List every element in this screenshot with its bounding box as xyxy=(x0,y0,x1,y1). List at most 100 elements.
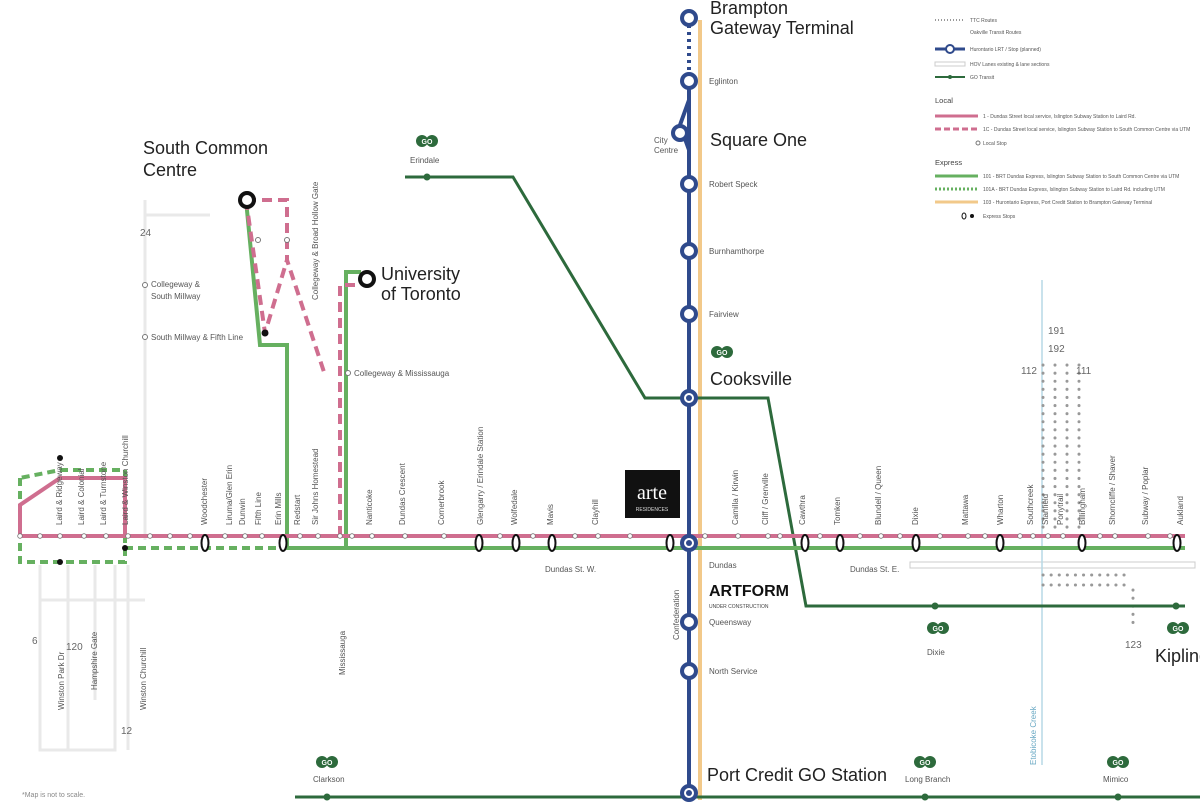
local-stop-dot xyxy=(572,533,578,539)
arte-name: arte xyxy=(637,482,667,504)
local-stop-dot xyxy=(1097,533,1103,539)
street-stop-label: Aukland xyxy=(1176,496,1185,525)
express-stop-marker xyxy=(1077,534,1087,552)
go-logo-icon: GO xyxy=(1167,622,1189,634)
go-transit-lines xyxy=(295,175,1200,799)
local-stop-dot xyxy=(402,533,408,539)
street-stop-label: Fifth Line xyxy=(254,492,263,525)
street-stop-label: Wolfedale xyxy=(510,489,519,525)
svg-text:GO: GO xyxy=(1173,626,1184,633)
local-stop-dot xyxy=(187,533,193,539)
local-stop-dot xyxy=(37,533,43,539)
legend: TTC Routes Oakville Transit Routes Huron… xyxy=(934,18,1190,220)
svg-text:GO: GO xyxy=(933,626,944,633)
queensway-label: Queensway xyxy=(709,618,751,627)
express-stop-marker xyxy=(995,534,1005,552)
legend-express-101: 101 - BRT Dundas Express, Islington Subw… xyxy=(983,174,1179,180)
collegeway-south-millway-label: Collegeway &South Millway xyxy=(151,280,201,301)
fairview-label: Fairview xyxy=(709,310,739,319)
local-stop-dot xyxy=(1112,533,1118,539)
local-stop-dot xyxy=(1030,533,1036,539)
route-numbers: 24 6 120 12 191 192 112 111 123 xyxy=(32,228,1142,737)
square-one-label: Square One xyxy=(710,130,807,150)
local-1c-utm xyxy=(338,283,361,536)
legend-express-103: 103 - Hurontario Express, Port Credit St… xyxy=(983,200,1152,206)
arte-logo: arte RESIDENCES xyxy=(625,470,680,518)
dundas-inner xyxy=(686,540,692,546)
express-stop-marker xyxy=(278,534,288,552)
mimico-label: Mimico xyxy=(1103,775,1129,784)
local-stop-dot xyxy=(1045,533,1051,539)
etobicoke-creek-label: Etobicoke Creek xyxy=(1029,705,1038,765)
north-service-station-marker xyxy=(680,662,698,680)
street-stop-label: Glengarry / Erindale Station xyxy=(476,427,485,525)
local-stop-dot xyxy=(1167,533,1173,539)
street-stop-label: Shorncliffe / Shaver xyxy=(1108,455,1117,525)
eglinton-station-marker xyxy=(680,72,698,90)
express-routes xyxy=(18,199,1185,564)
robert-speck-label: Robert Speck xyxy=(709,180,758,189)
dundas-label: Dundas xyxy=(709,561,737,570)
svg-text:GO: GO xyxy=(422,139,433,146)
campus-stop-labels: Collegeway &South Millway South Millway … xyxy=(142,280,450,378)
local-stop-dot xyxy=(103,533,109,539)
south-common-terminal-marker xyxy=(238,191,256,209)
local-stop-dot xyxy=(337,533,343,539)
express-stop-marker xyxy=(547,534,557,552)
local-stop-dot xyxy=(17,533,23,539)
legend-local-title: Local xyxy=(935,96,953,105)
local-laird-loop xyxy=(18,476,127,536)
express-stop-dot xyxy=(57,455,63,461)
city-centre-station-marker xyxy=(671,124,689,142)
local-stop-dot xyxy=(57,533,63,539)
street-stop-label: Clayhill xyxy=(591,499,600,525)
legend-local-1: 1 - Dundas Street local service, Islingt… xyxy=(983,114,1136,120)
street-stop-label: Mavis xyxy=(546,504,555,525)
route-112: 112 xyxy=(1021,366,1037,377)
local-stop-dot xyxy=(497,533,503,539)
dundas-stop-markers xyxy=(17,237,1182,565)
express-stop-marker xyxy=(1172,534,1182,552)
local-stop-dot xyxy=(857,533,863,539)
local-stop-dot xyxy=(315,533,321,539)
legend-hov: HOV Lanes existing & lane sections xyxy=(970,62,1050,68)
street-stop-label: Blundell / Queen xyxy=(874,466,883,525)
legend-oakville: Oakville Transit Routes xyxy=(970,30,1022,36)
street-stop-label: Cawthra xyxy=(798,495,807,525)
erindale-label: Erindale xyxy=(410,156,440,165)
go-station-labels: Erindale Dixie Clarkson Long Branch Mimi… xyxy=(313,156,1129,784)
cooksville-label: Cooksville xyxy=(710,369,792,389)
express-stop-marker xyxy=(835,534,845,552)
street-stop-label: Mattawa xyxy=(961,494,970,525)
street-stop-label: Dunwin xyxy=(238,498,247,525)
go-line-stops xyxy=(323,173,1180,801)
go-logo-icon: GO xyxy=(711,346,733,358)
route-123: 123 xyxy=(1125,640,1142,651)
street-stop-label: Nanticoke xyxy=(365,489,374,525)
lower-road-label: Hampshire Gate xyxy=(90,631,99,690)
express-stop-marker xyxy=(474,534,484,552)
road-name-labels: Dundas St. W. Dundas Dundas St. E. Etobi… xyxy=(545,561,1038,765)
local-1c-collegeway xyxy=(246,198,327,376)
artform-name: ARTFORM xyxy=(709,583,789,600)
street-stop-label: Subway / Poplar xyxy=(1141,466,1150,525)
svg-text:GO: GO xyxy=(717,350,728,357)
express-utm-branch xyxy=(344,270,361,548)
route-6: 6 xyxy=(32,636,38,647)
lrt-station-markers xyxy=(671,9,698,802)
dundas-east-label: Dundas St. E. xyxy=(850,565,899,574)
go-logo-icon: GO xyxy=(1107,756,1129,768)
local-stop-dot xyxy=(125,533,131,539)
express-101a-laird-loop xyxy=(18,468,127,564)
local-stop-dot xyxy=(627,533,633,539)
street-stop-label: Billingham xyxy=(1078,488,1087,525)
local-stop-dot xyxy=(735,533,741,539)
arte-sub: RESIDENCES xyxy=(636,507,669,513)
legend-express-title: Express xyxy=(935,158,962,167)
dixie-go-label: Dixie xyxy=(927,648,945,657)
background-roads xyxy=(38,200,210,752)
